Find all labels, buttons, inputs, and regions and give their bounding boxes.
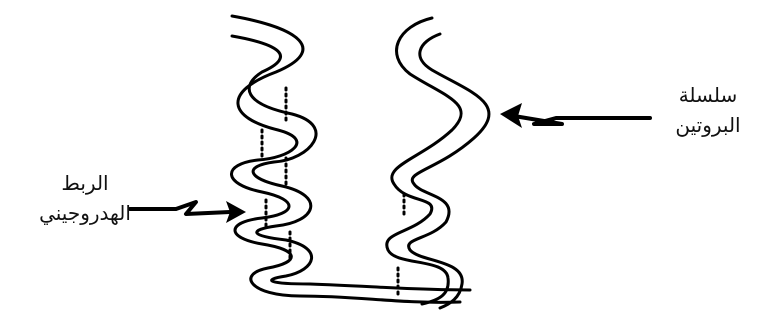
protein-chain-arrow	[500, 103, 650, 128]
right-protein-strand	[387, 18, 489, 308]
protein-chain-label-line1: سلسلة	[654, 80, 762, 110]
protein-chain-label: سلسلة البروتين	[654, 80, 762, 140]
right-strand-inner-line	[409, 34, 489, 308]
hydrogen-bond-label-line1: الربط	[0, 168, 170, 198]
hydrogen-bond-label: الربط الهدروجيني	[0, 168, 170, 228]
protein-chain-arrow-shaft	[514, 116, 650, 124]
right-strand-outer-line	[387, 18, 461, 304]
protein-chain-label-line2: البروتين	[654, 110, 762, 140]
hydrogen-bond-label-line2: الهدروجيني	[0, 198, 170, 228]
